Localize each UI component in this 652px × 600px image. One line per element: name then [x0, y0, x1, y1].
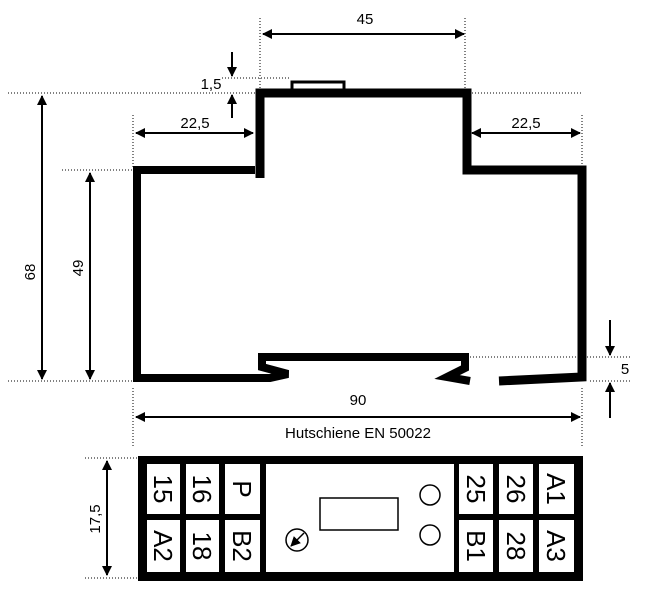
terminal-26	[499, 464, 533, 514]
terminal-28	[499, 520, 533, 572]
terminal-label-25: 25	[461, 475, 491, 504]
dim-22-5-left-label: 22,5	[180, 115, 209, 132]
relay-side-profile	[133, 80, 587, 386]
relay-front-view: 15 16 P A2 18 B2 25 26 A1 B1 28 A3	[138, 456, 583, 581]
terminal-a3	[539, 520, 574, 572]
dim-49-label: 49	[70, 260, 87, 277]
terminal-label-a2: A2	[148, 530, 178, 562]
dim-68-label: 68	[22, 264, 39, 281]
terminal-p	[225, 464, 260, 514]
dim-5-label: 5	[621, 361, 629, 378]
terminal-label-a3: A3	[541, 530, 571, 562]
dim-90-label: 90	[350, 392, 367, 409]
terminal-b1	[459, 520, 493, 572]
terminal-label-b1: B1	[461, 530, 491, 562]
terminal-label-p: P	[227, 480, 257, 497]
terminal-b2	[225, 520, 260, 572]
terminal-label-15: 15	[148, 475, 178, 504]
terminal-a2	[147, 520, 180, 572]
rail-standard-label: Hutschiene EN 50022	[285, 425, 431, 442]
led-indicator-top	[419, 484, 441, 506]
right-terminal-block	[459, 464, 574, 572]
profile-right	[255, 88, 587, 386]
terminal-18	[186, 520, 219, 572]
terminal-label-a1: A1	[541, 473, 571, 505]
front-panel	[266, 464, 454, 572]
terminal-label-b2: B2	[227, 530, 257, 562]
terminal-label-16: 16	[187, 475, 217, 504]
terminal-label-18: 18	[187, 532, 217, 561]
dim-45-label: 45	[357, 11, 374, 28]
terminal-15	[147, 464, 180, 514]
terminal-a1	[539, 464, 574, 514]
dim-1-5-label: 1,5	[201, 76, 222, 93]
display-window	[319, 497, 399, 531]
dimension-arrows	[37, 29, 615, 576]
potentiometer-icon	[285, 528, 309, 552]
terminal-label-26: 26	[501, 475, 531, 504]
terminal-16	[186, 464, 219, 514]
led-indicator-bottom	[419, 524, 441, 546]
dim-22-5-right-label: 22,5	[511, 115, 540, 132]
terminal-label-28: 28	[501, 532, 531, 561]
terminal-25	[459, 464, 493, 514]
extension-lines	[8, 18, 632, 579]
dim-17-5-label: 17,5	[87, 504, 104, 533]
profile-left	[133, 166, 471, 385]
left-terminal-block	[147, 464, 260, 572]
